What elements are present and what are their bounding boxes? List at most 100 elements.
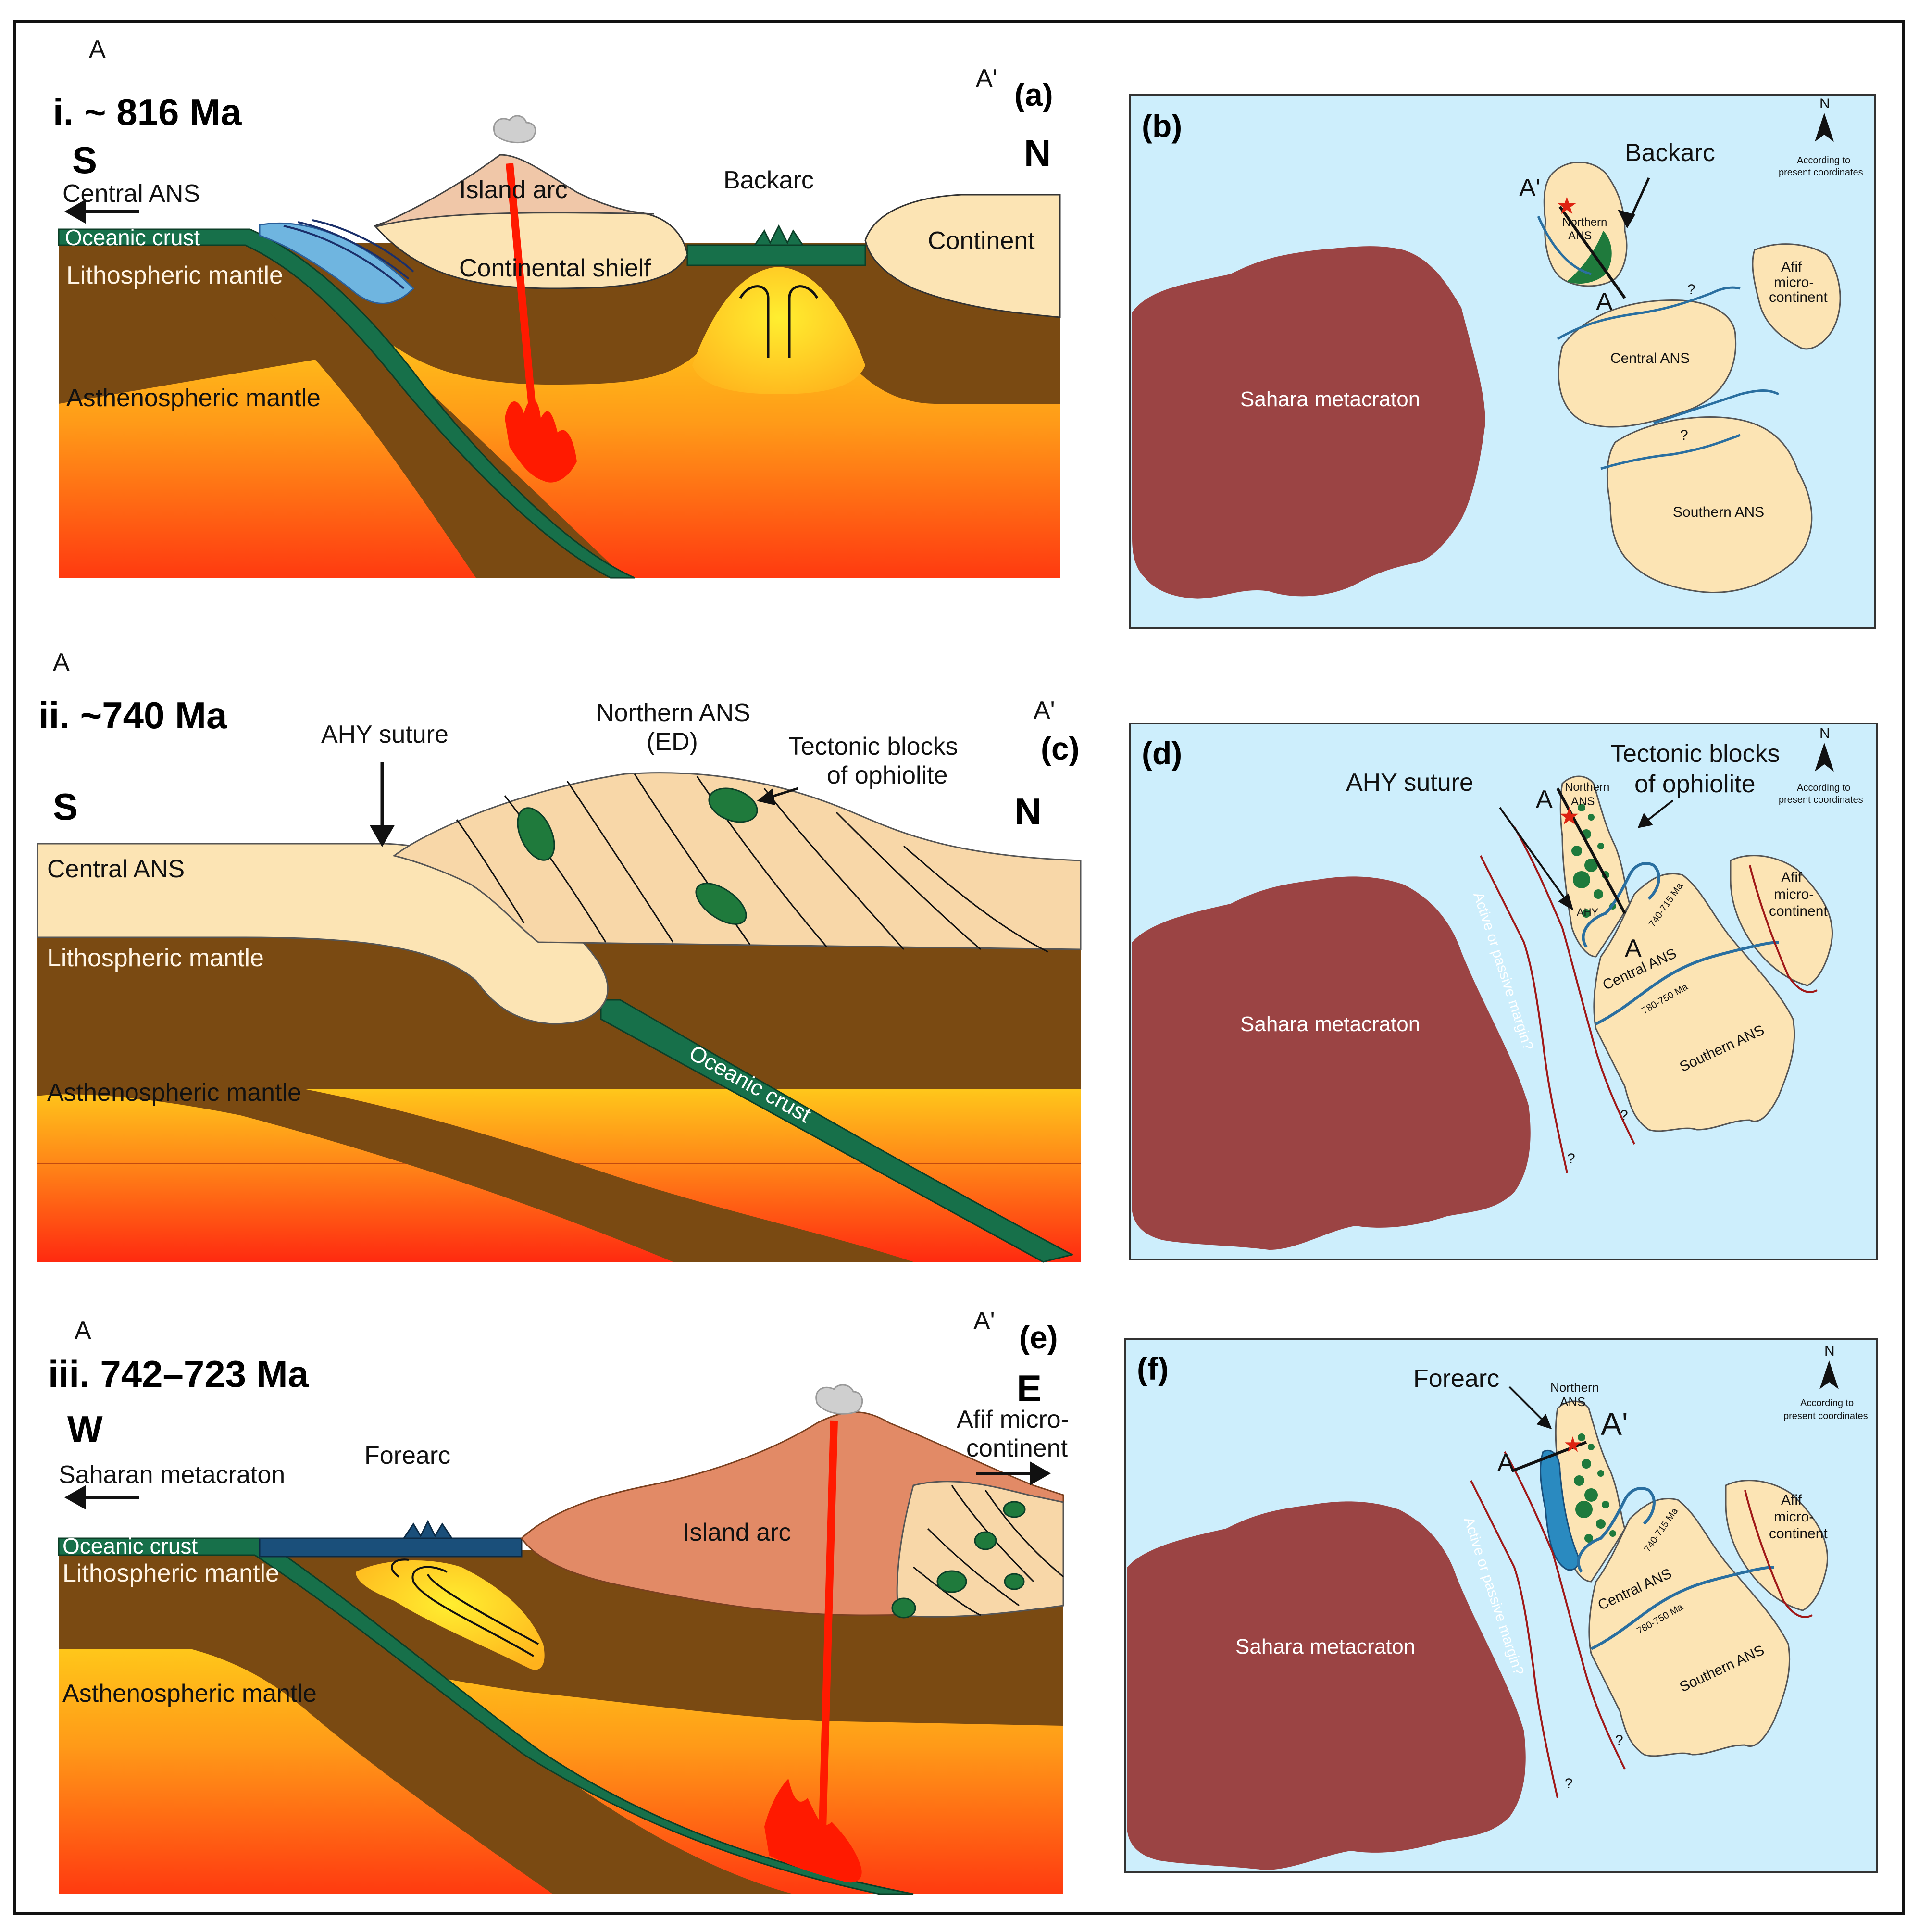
- north-label-d: N: [1819, 725, 1830, 741]
- afif-arrow-label-iii1: Afif micro-: [957, 1406, 1069, 1433]
- ahy-label-d: AHY suture: [1346, 769, 1473, 797]
- blocks-pointer-ii: [757, 787, 798, 806]
- stage-title-i: i. ~ 816 Ma: [53, 91, 242, 133]
- continent-i: [864, 194, 1061, 318]
- ophiolite-block-iii4: [1004, 1573, 1025, 1590]
- section-start-i: A: [89, 36, 106, 63]
- map-b: ★ (b) N According to present coordinates…: [1129, 94, 1876, 629]
- direction-left-iii: W: [67, 1408, 103, 1450]
- ophiolite-dots-f: [1574, 1433, 1616, 1543]
- coords-note-f1: According to: [1800, 1398, 1854, 1408]
- blocks-label-ii2: of ophiolite: [827, 761, 948, 789]
- question-d2: ?: [1567, 1151, 1575, 1167]
- stage-title-ii: ii. ~740 Ma: [38, 694, 227, 736]
- ophiolite-block-ii3: [695, 883, 747, 925]
- map-letter-b: (b): [1142, 108, 1182, 144]
- subduction-zone-b3: [1653, 389, 1780, 424]
- north-arrow-icon-d: [1815, 743, 1834, 772]
- volcanic-plume-i: [493, 115, 536, 144]
- section-line-f: [1511, 1441, 1587, 1472]
- ophiolite-block-iii5: [891, 1597, 916, 1619]
- afif-label-d1: Afif: [1781, 870, 1802, 885]
- section-end-ii: A': [1034, 697, 1055, 724]
- central-ans-label-ii: Central ANS: [47, 855, 185, 883]
- afif-label-b3: continent: [1769, 289, 1828, 305]
- oceanic-crust-iii: [58, 1537, 914, 1895]
- shelf-label-i: Continental shielf: [459, 254, 651, 282]
- southern-label-b: Southern ANS: [1673, 504, 1764, 520]
- figure-frame: [13, 20, 1905, 1915]
- coords-note-d2: present coordinates: [1779, 795, 1863, 805]
- afif-label-f3: continent: [1769, 1526, 1828, 1542]
- forearc-pointer-f: [1508, 1386, 1552, 1430]
- panel-letter-c: (c): [1041, 731, 1080, 766]
- ophiolite-block-iii2: [974, 1531, 997, 1550]
- northern-ans-ii: [392, 772, 1082, 950]
- direction-right-i: N: [1024, 132, 1051, 174]
- map-letter-d: (d): [1142, 735, 1182, 771]
- ahy-small-d: AHY: [1577, 906, 1599, 918]
- ahy-pointer-d: [1499, 807, 1574, 911]
- mantle-plume-i: [692, 267, 865, 394]
- craton-label-f: Sahara metacraton: [1235, 1635, 1415, 1658]
- blocks-label-ii1: Tectonic blocks: [788, 733, 958, 760]
- arrow-left-i: [64, 199, 139, 224]
- oceanic-crust-i: [58, 228, 635, 579]
- point-a-d: A: [1625, 935, 1642, 962]
- arrow-left-iii: [64, 1485, 139, 1510]
- lithospheric-label-i: Lithospheric mantle: [66, 262, 283, 289]
- forearc-label-iii: Forearc: [364, 1442, 450, 1470]
- question-b1: ?: [1687, 282, 1695, 298]
- stage-title-iii: iii. 742–723 Ma: [48, 1353, 309, 1395]
- craton-label-b: Sahara metacraton: [1240, 387, 1420, 411]
- afif-label-b2: micro-: [1774, 274, 1814, 290]
- point-a-f: A: [1497, 1449, 1514, 1477]
- panel-ii-cross-section: A A' ii. ~740 Ma (c) S N AHY suture Nort…: [37, 648, 1082, 1263]
- northern-label-d1: Northern: [1565, 781, 1609, 794]
- suture-f2: [1590, 1566, 1774, 1650]
- forearc-arrows-iii: [391, 1558, 539, 1657]
- thrust-line-d1: [1480, 855, 1568, 1173]
- afif-label-b1: Afif: [1781, 259, 1802, 275]
- map-letter-f: (f): [1137, 1351, 1169, 1386]
- magma-conduit-iii: [818, 1420, 838, 1846]
- forearc-basin-iii: [259, 1537, 523, 1558]
- coords-note-d1: According to: [1797, 783, 1850, 793]
- suture-f1: [1577, 1487, 1656, 1573]
- central-label-b: Central ANS: [1610, 350, 1690, 366]
- map-f: ★ (f) N According to present coordinates…: [1124, 1338, 1878, 1873]
- thrust-line-f3: [1744, 1490, 1813, 1618]
- coords-note-b2: present coordinates: [1779, 167, 1863, 178]
- north-arrow-icon-b: [1815, 113, 1834, 142]
- blocks-label-d1: Tectonic blocks: [1610, 740, 1780, 768]
- afif-label-d2: micro-: [1774, 886, 1814, 902]
- blocks-label-d2: of ophiolite: [1634, 770, 1756, 798]
- island-arc-label-i: Island arc: [459, 176, 567, 204]
- magma-i: [505, 399, 577, 483]
- ahy-arrow-ii: [369, 762, 395, 848]
- ophiolite-block-iii1: [1003, 1501, 1026, 1518]
- panel-i-cross-section: A A' i. ~ 816 Ma (a) S N Central ANS Isl…: [53, 36, 1061, 579]
- central-ans-b: [1558, 299, 1737, 428]
- accreted-terrane-iii: [896, 1481, 1064, 1618]
- sahara-metacraton-b: [1132, 246, 1485, 599]
- backarc-label-i: Backarc: [723, 166, 814, 194]
- direction-left-ii: S: [53, 785, 78, 828]
- north-arrow-icon-f: [1819, 1360, 1839, 1389]
- forearc-basin-f: [1540, 1450, 1580, 1571]
- arrow-right-iii: [976, 1461, 1051, 1486]
- section-star-f: ★: [1563, 1433, 1582, 1457]
- backarc-fill-b: [1567, 231, 1612, 284]
- thrust-line-f1: [1470, 1480, 1558, 1798]
- section-start-ii: A: [53, 648, 70, 676]
- magma-conduit-i: [506, 163, 537, 424]
- asthenospheric-label-iii: Asthenospheric mantle: [62, 1680, 317, 1708]
- question-d1: ?: [1620, 1108, 1628, 1123]
- sahara-metacraton-d: [1132, 876, 1531, 1250]
- slab-mantle-ii: [37, 1066, 913, 1262]
- central-southern-ans-d: [1593, 873, 1795, 1132]
- northern-label-f1: Northern: [1550, 1380, 1599, 1395]
- southern-ans-b: [1606, 416, 1813, 593]
- northern-label-b1: Northern: [1562, 216, 1607, 229]
- backarc-label-b: Backarc: [1625, 139, 1715, 167]
